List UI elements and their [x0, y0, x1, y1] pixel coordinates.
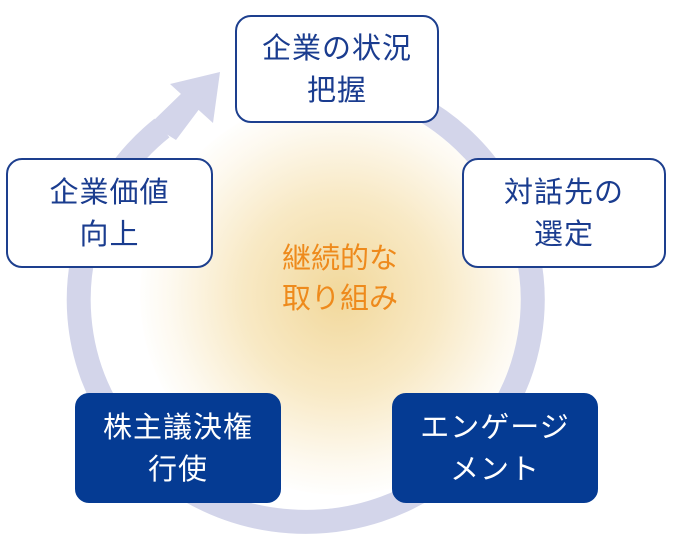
step-label-line: エンゲージ — [420, 410, 570, 444]
step-label-line: 向上 — [79, 217, 140, 251]
step-engagement: エンゲージ メント — [392, 393, 598, 503]
step-label-line: 把握 — [306, 73, 367, 107]
center-label: 継続的な 取り組み — [240, 238, 440, 318]
center-label-line: 継続的な — [281, 241, 398, 275]
step-corporate-value: 企業価値 向上 — [6, 158, 213, 268]
center-label-line: 取り組み — [281, 281, 398, 315]
step-label-line: 行使 — [147, 452, 208, 486]
step-label-line: 株主議決権 — [102, 410, 253, 444]
cycle-arrow-neck — [150, 90, 206, 140]
step-label-line: 対話先の — [503, 175, 624, 209]
step-label-line: 選定 — [533, 217, 594, 251]
step-label-line: 企業の状況 — [261, 31, 412, 65]
step-label-line: メント — [449, 452, 540, 486]
step-proxy-voting: 株主議決権 行使 — [75, 393, 281, 503]
step-label-line: 企業価値 — [49, 175, 170, 209]
step-select-dialogue-target: 対話先の 選定 — [462, 158, 666, 268]
step-company-status: 企業の状況 把握 — [235, 15, 439, 123]
